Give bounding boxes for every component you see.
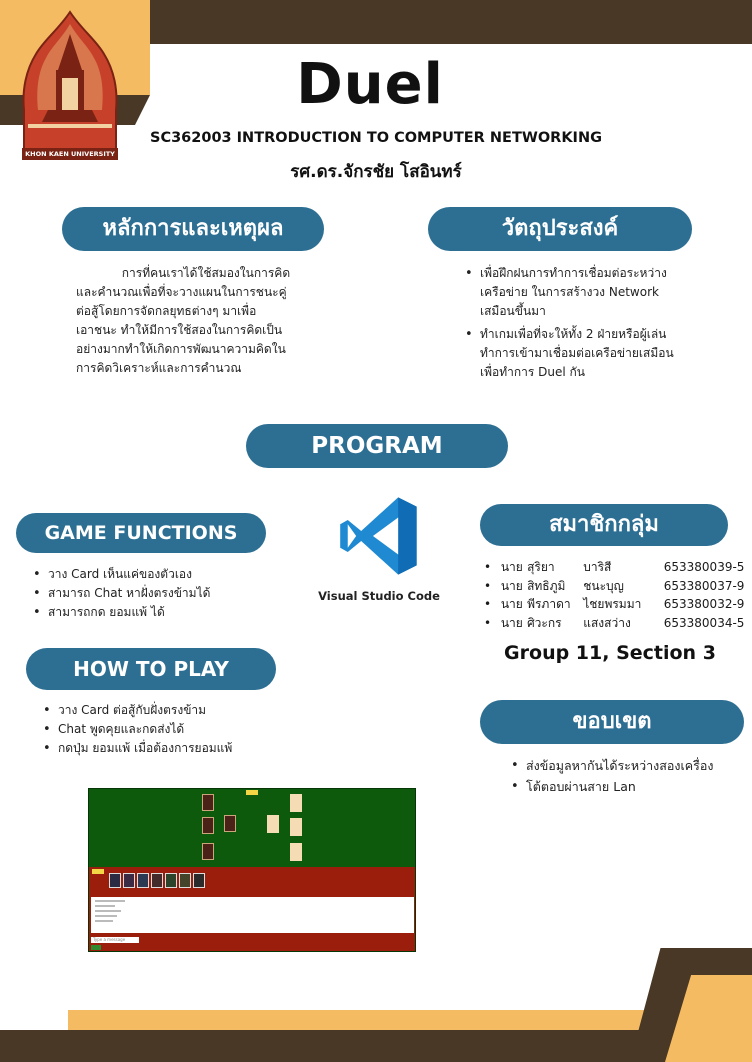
game-function-item: วาง Card เห็นแค่ของตัวเอง — [30, 565, 260, 584]
chat-line-placeholder — [95, 915, 117, 917]
member-id: 653380034-5 — [663, 615, 745, 630]
game-functions-heading: GAME FUNCTIONS — [16, 513, 266, 553]
program-heading: PROGRAM — [246, 424, 508, 468]
member-last: แสงสว่าง — [583, 615, 631, 630]
group-section: Group 11, Section 3 — [504, 642, 716, 664]
scope-item: ส่งข้อมูลหากันได้ระหว่างสองเครื่อง — [508, 755, 748, 776]
chat-input: Type a message — [91, 937, 139, 943]
objectives-heading: วัตถุประสงค์ — [428, 207, 692, 251]
chat-log — [91, 897, 414, 933]
members-list: • นาย สุริยา บาริสี 653380039-5 • นาย สิ… — [484, 558, 748, 632]
page-title: Duel — [296, 52, 444, 117]
top-right-tan — [685, 44, 752, 64]
how-to-play-item: กดปุ่ม ยอมแพ้ เมื่อต้องการยอมแพ้ — [40, 739, 280, 758]
card-slot — [290, 818, 302, 836]
rationale-line: ต่อสู้โดยการจัดกลยุทธต่างๆ มาเพื่อ — [76, 304, 257, 318]
how-to-play-list: วาง Card ต่อสู้กับฝั่งตรงข้าม Chat พูดคุ… — [40, 701, 280, 758]
hand-card — [137, 873, 149, 888]
top-white-wedge — [110, 44, 752, 70]
member-row: • นาย พีรภาดา ไชยพรมมา 653380032-9 — [484, 595, 748, 614]
members-heading: สมาชิกกลุ่ม — [480, 504, 728, 546]
game-function-item: สามารถ Chat หาฝั่งตรงข้ามได้ — [30, 584, 260, 603]
card-back — [202, 817, 214, 834]
card-slot — [267, 815, 279, 833]
member-last: บาริสี — [583, 560, 612, 574]
university-logo: KHON KAEN UNIVERSITY — [18, 10, 122, 161]
member-first: สิทธิภูมิ — [527, 578, 566, 593]
rationale-body: การที่คนเราได้ใช้สมองในการคิด และคำนวณเพ… — [76, 264, 326, 378]
hand-card — [151, 873, 163, 888]
scope-item: โต้ตอบผ่านสาย Lan — [508, 776, 748, 797]
game-functions-list: วาง Card เห็นแค่ของตัวเอง สามารถ Chat หา… — [30, 565, 260, 622]
bottom-tan-band — [68, 1010, 752, 1030]
bottom-dark-band — [0, 1030, 752, 1062]
logo-text: KHON KAEN UNIVERSITY — [25, 150, 115, 158]
member-row: • นาย ศิวะกร แสงสว่าง 653380034-5 — [484, 614, 748, 633]
member-first: พีรภาดา — [527, 597, 571, 611]
rationale-line: เอาชนะ ทำให้มีการใช้สองในการคิดเป็น — [76, 323, 283, 337]
hand-card — [165, 873, 177, 888]
member-id: 653380032-9 — [663, 597, 745, 611]
how-to-play-item: Chat พูดคุยและกดส่งได้ — [40, 720, 280, 739]
member-title: นาย — [500, 578, 523, 593]
scope-list: ส่งข้อมูลหากันได้ระหว่างสองเครื่อง โต้ตอ… — [508, 755, 748, 797]
rationale-line: การคิดวิเคราะห์และการคำนวณ — [76, 361, 242, 375]
member-title: นาย — [500, 597, 523, 611]
rationale-line: การที่คนเราได้ใช้สมองในการคิด — [76, 266, 291, 280]
member-first: สุริยา — [527, 560, 555, 574]
chat-line-placeholder — [95, 905, 115, 907]
card-back — [224, 815, 236, 832]
hand-card — [179, 873, 191, 888]
rationale-heading: หลักการและเหตุผล — [62, 207, 324, 251]
member-last: ชนะบุญ — [583, 578, 624, 593]
hand-card — [193, 873, 205, 888]
game-screenshot: Type a message — [88, 788, 416, 952]
scope-heading: ขอบเขต — [480, 700, 744, 744]
member-first: ศิวะกร — [527, 615, 562, 630]
rationale-line: อย่างมากทำให้เกิดการพัฒนาความคิดใน — [76, 342, 286, 356]
member-row: • นาย สุริยา บาริสี 653380039-5 — [484, 558, 748, 577]
yellow-button — [246, 790, 258, 795]
chat-send-button — [91, 945, 101, 950]
chat-line-placeholder — [95, 910, 121, 912]
player-hand-area: Type a message — [89, 867, 415, 951]
card-back — [202, 794, 214, 811]
objective-item: ทำเกมเพื่อที่จะให้ทั้ง 2 ฝ่ายหรือผู้เล่น… — [462, 325, 682, 382]
course-title: SC362003 INTRODUCTION TO COMPUTER NETWOR… — [150, 130, 602, 146]
rationale-line: และคำนวณเพื่อที่จะวางแผนในการชนะคู่ — [76, 285, 287, 299]
card-slot — [290, 843, 302, 861]
how-to-play-item: วาง Card ต่อสู้กับฝั่งตรงข้าม — [40, 701, 280, 720]
card-back — [202, 843, 214, 860]
vscode-label: Visual Studio Code — [318, 589, 440, 603]
hand-card — [109, 873, 121, 888]
hand-card — [123, 873, 135, 888]
member-title: นาย — [500, 615, 523, 630]
how-to-play-heading: HOW TO PLAY — [26, 648, 276, 690]
hand-cards — [109, 873, 209, 888]
member-title: นาย — [500, 560, 523, 574]
small-yellow-button — [92, 869, 104, 874]
objective-item: เพื่อฝึกฝนการทำการเชื่อมต่อระหว่างเครือข… — [462, 264, 682, 321]
objectives-list: เพื่อฝึกฝนการทำการเชื่อมต่อระหว่างเครือข… — [462, 264, 682, 382]
member-id: 653380037-9 — [663, 578, 745, 593]
member-id: 653380039-5 — [663, 560, 745, 574]
vscode-icon — [336, 494, 420, 578]
member-last: ไชยพรมมา — [583, 597, 642, 611]
chat-line-placeholder — [95, 920, 113, 922]
game-function-item: สามารถกด ยอมแพ้ ได้ — [30, 603, 260, 622]
member-row: • นาย สิทธิภูมิ ชนะบุญ 653380037-9 — [484, 577, 748, 596]
card-slot — [290, 794, 302, 812]
instructor-name: รศ.ดร.จักรชัย โสอินทร์ — [290, 162, 462, 182]
chat-line-placeholder — [95, 900, 125, 902]
